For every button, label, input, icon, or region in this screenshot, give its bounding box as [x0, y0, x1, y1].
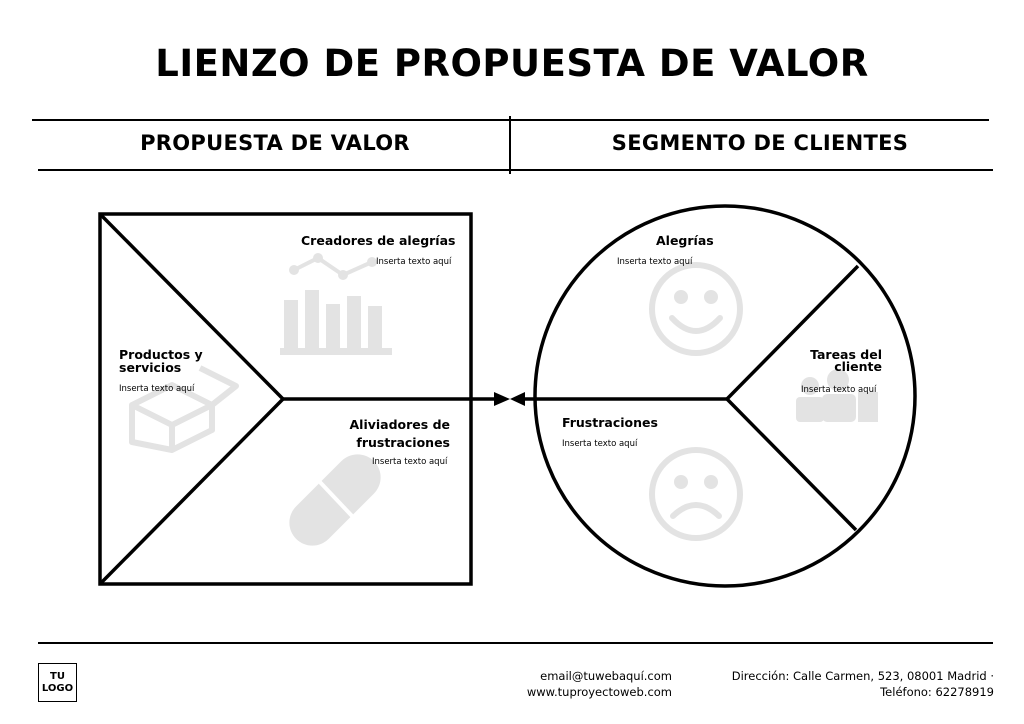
- products-hint: Inserta texto aquí: [119, 384, 195, 394]
- footer-rule: [38, 642, 993, 644]
- pain-relievers-label-line2: frustraciones: [356, 435, 450, 450]
- arrow-left-head: [510, 392, 525, 406]
- customer-jobs-label-line2: cliente: [834, 359, 882, 374]
- section-heading-customer-segment: SEGMENTO DE CLIENTES: [611, 131, 909, 155]
- gains-label: Alegrías: [656, 233, 714, 248]
- customer-jobs-label: Tareas del cliente: [800, 347, 882, 374]
- smiley-icon: [649, 262, 743, 356]
- footer-website[interactable]: www.tuproyectoweb.com: [526, 685, 672, 699]
- gain-creators-hint: Inserta texto aquí: [376, 257, 452, 267]
- footer-email[interactable]: email@tuwebaquí.com: [540, 669, 672, 683]
- products-label-line1: Productos y: [119, 347, 203, 362]
- logo-placeholder: TU LOGO: [38, 663, 77, 702]
- footer-contact-address: Dirección: Calle Carmen, 523, 08001 Madr…: [700, 668, 994, 700]
- pain-relievers-hint: Inserta texto aquí: [372, 457, 448, 467]
- pains-label: Frustraciones: [562, 415, 658, 430]
- customer-jobs-label-line1: Tareas del: [810, 347, 882, 362]
- pain-relievers-label: Aliviadores de frustraciones: [330, 416, 450, 452]
- logo-line1: TU: [50, 671, 65, 682]
- pill-icon: [289, 454, 381, 546]
- gains-hint: Inserta texto aquí: [617, 257, 693, 267]
- customer-jobs-hint: Inserta texto aquí: [801, 385, 877, 395]
- page-title: LIENZO DE PROPUESTA DE VALOR: [155, 42, 869, 85]
- gain-creators-label: Creadores de alegrías: [301, 233, 456, 248]
- products-label: Productos y servicios: [119, 348, 239, 374]
- footer-address: Dirección: Calle Carmen, 523, 08001 Madr…: [731, 669, 994, 683]
- value-proposition-square: [98, 212, 500, 586]
- header-divider: [509, 116, 511, 174]
- sad-face-icon: [649, 447, 743, 541]
- logo-line2: LOGO: [41, 683, 74, 694]
- header-bottom-rule: [38, 169, 993, 171]
- pain-relievers-label-line1: Aliviadores de: [349, 417, 450, 432]
- people-icon: [796, 369, 878, 422]
- footer-contact-web: email@tuwebaquí.com www.tuproyectoweb.co…: [500, 668, 672, 700]
- customer-segment-circle: [522, 204, 917, 588]
- pains-hint: Inserta texto aquí: [562, 439, 638, 449]
- bar-chart-icon: [280, 253, 392, 355]
- footer-phone: Teléfono: 62278919: [880, 685, 994, 699]
- products-label-line2: servicios: [119, 360, 182, 375]
- box-icon: [129, 365, 239, 453]
- arrow-right-head: [494, 392, 510, 406]
- section-heading-value-proposition: PROPUESTA DE VALOR: [140, 131, 410, 155]
